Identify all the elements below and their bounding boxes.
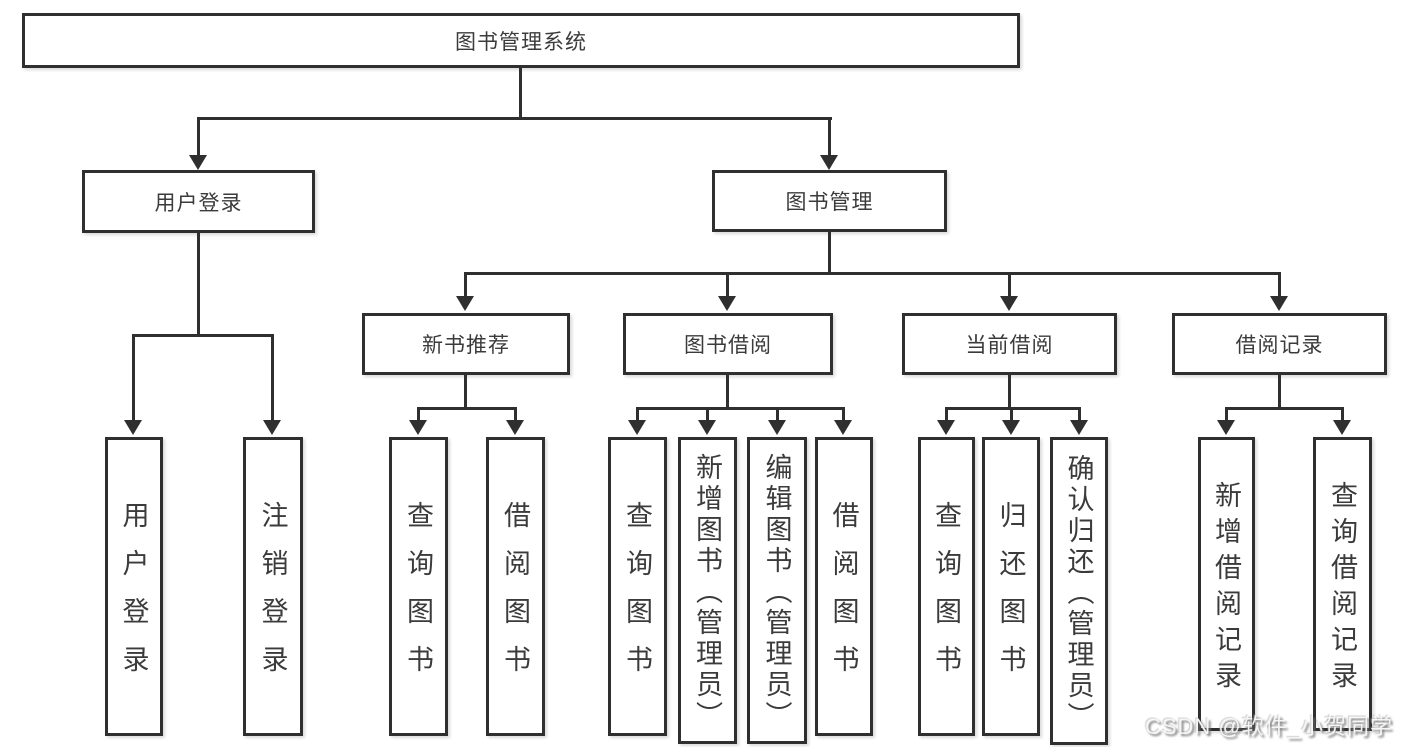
leaf-return-book-label: 归还图书 — [995, 501, 1026, 693]
arrow-down-icon — [263, 420, 281, 435]
node-new-book-recommend-label: 新书推荐 — [422, 334, 510, 357]
connector-line — [197, 117, 832, 120]
connector-line — [726, 272, 729, 300]
arrow-down-icon — [718, 296, 736, 311]
leaf-recommend-query-book: 查询图书 — [389, 437, 448, 736]
connector-line — [197, 117, 200, 159]
connector-line — [519, 68, 522, 120]
leaf-borrow-query-book-label: 查询图书 — [622, 501, 652, 693]
leaf-current-query-book-label: 查询图书 — [931, 501, 961, 693]
connector-line — [464, 272, 1281, 275]
arrow-down-icon — [1000, 296, 1018, 311]
connector-line — [464, 272, 467, 300]
connector-line — [636, 407, 845, 410]
arrow-down-icon — [1002, 420, 1020, 435]
leaf-borrow-query-book: 查询图书 — [608, 437, 667, 736]
node-new-book-recommend: 新书推荐 — [362, 313, 570, 375]
leaf-query-borrow-record: 查询借阅记录 — [1313, 437, 1372, 731]
connector-line — [706, 407, 709, 424]
leaf-confirm-return-admin: 确认归还（管理员） — [1050, 437, 1108, 745]
leaf-borrow-borrow-book: 借阅图书 — [815, 437, 873, 736]
arrow-down-icon — [834, 420, 852, 435]
leaf-return-book: 归还图书 — [982, 437, 1040, 736]
connector-line — [636, 407, 639, 424]
leaf-current-query-book: 查询图书 — [918, 437, 975, 736]
watermark: CSDN @软件_小贺同学 — [1144, 714, 1393, 739]
arrow-down-icon — [1333, 420, 1351, 435]
leaf-add-book-admin-label: 新增图书（管理员） — [692, 453, 722, 732]
connector-line — [1078, 407, 1081, 424]
connector-line — [417, 407, 420, 424]
leaf-recommend-borrow-book: 借阅图书 — [486, 437, 545, 736]
arrow-down-icon — [124, 420, 142, 435]
arrow-down-icon — [189, 155, 207, 170]
connector-line — [417, 407, 517, 410]
connector-line — [1225, 407, 1228, 424]
node-user-login: 用户登录 — [82, 170, 315, 233]
connector-line — [828, 117, 831, 159]
leaf-query-borrow-record-label: 查询借阅记录 — [1327, 480, 1357, 697]
connector-line — [132, 334, 274, 337]
node-root: 图书管理系统 — [22, 13, 1020, 68]
leaf-add-book-admin: 新增图书（管理员） — [678, 437, 737, 744]
connector-line — [464, 375, 467, 410]
node-user-login-label: 用户登录 — [154, 191, 243, 215]
arrow-down-icon — [1217, 420, 1235, 435]
leaf-user-login-label: 用户登录 — [118, 501, 149, 693]
arrow-down-icon — [409, 420, 427, 435]
node-book-management-label: 图书管理 — [785, 191, 874, 214]
connector-line — [945, 407, 948, 424]
arrow-down-icon — [506, 420, 524, 435]
arrow-down-icon — [820, 155, 838, 170]
connector-line — [271, 334, 274, 424]
connector-line — [1008, 272, 1011, 300]
connector-line — [1341, 407, 1344, 424]
node-current-borrow: 当前借阅 — [902, 313, 1117, 375]
connector-line — [776, 407, 779, 424]
arrow-down-icon — [628, 420, 646, 435]
arrow-down-icon — [1070, 420, 1088, 435]
connector-line — [945, 407, 1081, 410]
node-root-label: 图书管理系统 — [455, 30, 587, 54]
node-book-borrow-label: 图书借阅 — [684, 334, 772, 357]
leaf-add-borrow-record: 新增借阅记录 — [1198, 437, 1255, 731]
leaf-confirm-return-admin-label: 确认归还（管理员） — [1063, 453, 1094, 733]
leaf-user-login: 用户登录 — [105, 437, 163, 736]
node-current-borrow-label: 当前借阅 — [965, 334, 1054, 357]
connector-line — [1278, 272, 1281, 300]
connector-line — [726, 375, 729, 410]
leaf-edit-book-admin-label: 编辑图书（管理员） — [761, 453, 792, 732]
arrow-down-icon — [937, 420, 955, 435]
arrow-down-icon — [768, 420, 786, 435]
leaf-logout-label: 注销登录 — [257, 501, 288, 693]
leaf-recommend-query-book-label: 查询图书 — [403, 501, 433, 693]
leaf-add-borrow-record-label: 新增借阅记录 — [1211, 480, 1241, 697]
leaf-recommend-borrow-book-label: 借阅图书 — [500, 501, 530, 693]
arrow-down-icon — [456, 296, 474, 311]
leaf-edit-book-admin: 编辑图书（管理员） — [747, 437, 807, 744]
connector-line — [132, 334, 135, 424]
connector-line — [1225, 407, 1344, 410]
connector-line — [842, 407, 845, 424]
leaf-borrow-borrow-book-label: 借阅图书 — [828, 501, 859, 693]
node-borrow-record-label: 借阅记录 — [1235, 334, 1324, 357]
connector-line — [1278, 375, 1281, 410]
connector-line — [828, 232, 831, 275]
connector-line — [197, 233, 200, 337]
connector-line — [1010, 407, 1013, 424]
arrow-down-icon — [1270, 296, 1288, 311]
node-borrow-record: 借阅记录 — [1172, 313, 1387, 375]
leaf-logout: 注销登录 — [243, 437, 303, 736]
connector-line — [514, 407, 517, 424]
node-book-borrow: 图书借阅 — [623, 313, 833, 375]
node-book-management: 图书管理 — [712, 170, 947, 232]
connector-line — [1008, 375, 1011, 410]
arrow-down-icon — [698, 420, 716, 435]
